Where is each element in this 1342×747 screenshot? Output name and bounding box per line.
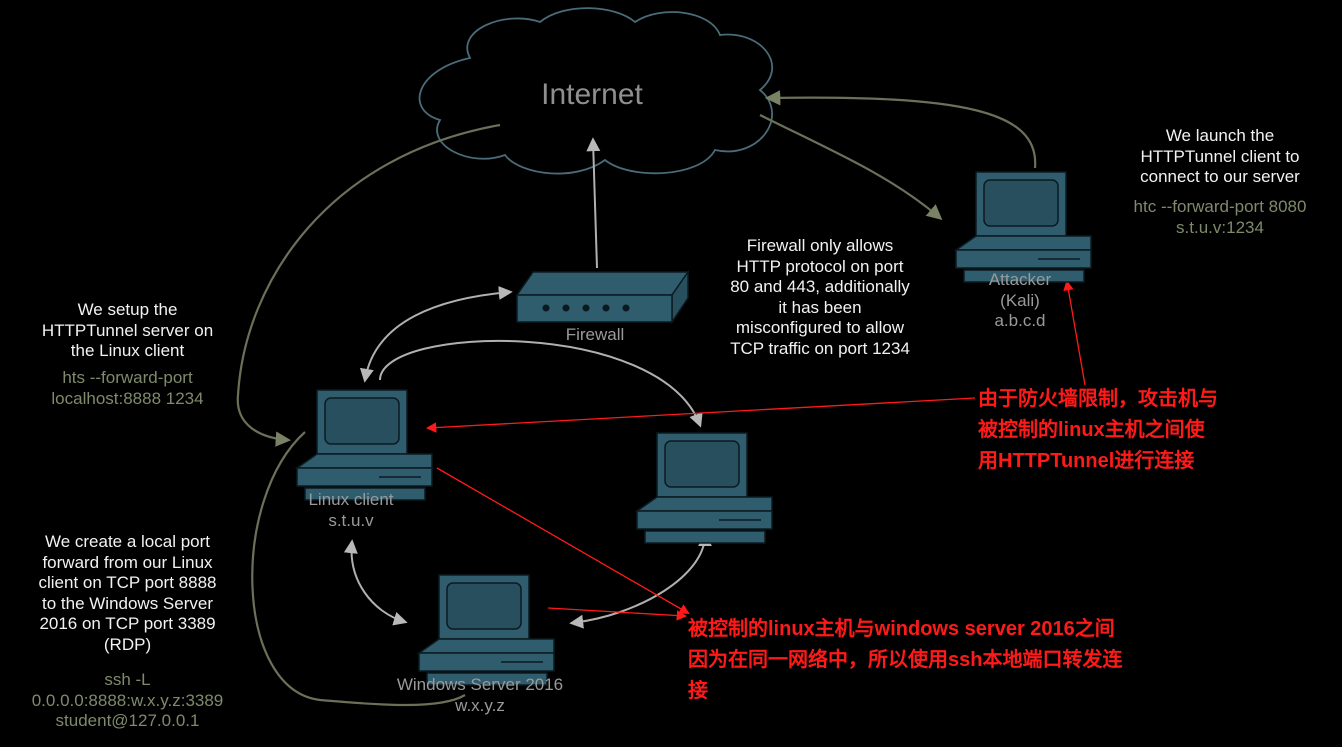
windows-server-label: Windows Server 2016 w.x.y.z xyxy=(370,675,590,716)
linux-client-computer xyxy=(296,389,433,501)
annotation-line: 用HTTPTunnel进行连接 xyxy=(978,450,1195,472)
windows-server-link xyxy=(569,532,712,629)
note-line: TCP traffic on port 1234 xyxy=(730,338,910,358)
note-line: the Linux client xyxy=(70,341,185,360)
linux-client-ip: s.t.u.v xyxy=(328,510,374,530)
attacker-note: We launch the HTTPTunnel client to conne… xyxy=(1110,126,1330,188)
port-forward-note: We create a local port forward from our … xyxy=(10,532,245,655)
linux-client-label: Linux client s.t.u.v xyxy=(286,490,416,531)
linux-note: We setup the HTTPTunnel server on the Li… xyxy=(15,300,240,362)
firewall-to-internet-arrow xyxy=(586,137,601,269)
annotation-ssh-forward: 被控制的linux主机与windows server 2016之间 因为在同一网… xyxy=(688,614,1208,707)
command-line: 0.0.0.0:8888:w.x.y.z:3389 xyxy=(31,690,224,710)
command-line: student@127.0.0.1 xyxy=(55,711,200,730)
note-line: Firewall only allows xyxy=(746,236,894,255)
windows-server-ip: w.x.y.z xyxy=(455,695,505,715)
attacker-ip: a.b.c.d xyxy=(994,311,1046,330)
red-arrow-from-linux xyxy=(436,467,690,615)
note-line: connect to our server xyxy=(1140,167,1300,186)
red-arrow-to-linux xyxy=(425,397,976,433)
note-line: We create a local port xyxy=(44,532,211,551)
note-line: HTTP protocol on port xyxy=(736,256,904,276)
linux-server-link xyxy=(379,339,703,428)
red-arrow-from-windows xyxy=(547,607,688,621)
note-line: HTTPTunnel client to xyxy=(1140,146,1300,166)
attacker-command: htc --forward-port 8080 s.t.u.v:1234 xyxy=(1105,197,1335,238)
note-line: client on TCP port 8888 xyxy=(38,573,217,592)
attacker-computer xyxy=(955,171,1092,283)
internet-label: Internet xyxy=(541,78,643,111)
annotation-line: 被控制的linux主机与windows server 2016之间 xyxy=(688,618,1115,640)
command-line: ssh -L xyxy=(104,670,151,689)
command-line: s.t.u.v:1234 xyxy=(1176,217,1264,237)
note-line: it has been xyxy=(778,297,862,317)
red-arrow-to-attacker xyxy=(1063,279,1086,386)
note-line: HTTPTunnel server on xyxy=(41,320,214,340)
annotation-line: 因为在同一网络中，所以使用ssh本地端口转发连 xyxy=(688,649,1123,671)
note-line: forward from our Linux xyxy=(42,552,213,572)
attacker-name: Attacker xyxy=(988,270,1052,289)
note-line: 80 and 443, additionally xyxy=(730,277,910,296)
internet-to-linux-arrow xyxy=(236,123,501,447)
attacker-label: Attacker (Kali) a.b.c.d xyxy=(950,270,1090,332)
annotation-tunnel: 由于防火墙限制，攻击机与 被控制的linux主机之间使 用HTTPTunnel进… xyxy=(978,384,1278,477)
firewall-device xyxy=(515,269,690,325)
note-line: misconfigured to allow xyxy=(735,318,905,337)
annotation-line: 被控制的linux主机之间使 xyxy=(978,419,1205,441)
attacker-to-internet-arrow xyxy=(764,90,1037,169)
internet-to-attacker-arrow xyxy=(759,114,943,221)
linux-windows-link xyxy=(343,539,408,626)
annotation-line: 由于防火墙限制，攻击机与 xyxy=(978,388,1218,410)
internet-cloud xyxy=(418,7,773,175)
network-server-computer xyxy=(636,432,773,544)
linux-client-name: Linux client xyxy=(308,490,394,509)
note-line: We setup the xyxy=(77,300,178,319)
command-line: localhost:8888 1234 xyxy=(51,388,204,408)
note-line: 2016 on TCP port 3389 xyxy=(39,614,216,633)
firewall-label: Firewall xyxy=(565,325,625,344)
attacker-os: (Kali) xyxy=(1000,290,1040,310)
note-line: (RDP) xyxy=(103,634,152,654)
annotation-line: 接 xyxy=(688,680,708,702)
windows-server-computer xyxy=(418,574,555,686)
note-line: to the Windows Server xyxy=(41,593,213,613)
command-line: hts --forward-port xyxy=(62,368,193,387)
ssh-forward-loop xyxy=(251,431,466,707)
linux-command: hts --forward-port localhost:8888 1234 xyxy=(20,368,235,409)
firewall-note: Firewall only allows HTTP protocol on po… xyxy=(700,236,940,359)
port-forward-command: ssh -L 0.0.0.0:8888:w.x.y.z:3389 student… xyxy=(5,670,250,732)
note-line: We launch the xyxy=(1165,126,1275,145)
command-line: htc --forward-port 8080 xyxy=(1133,197,1307,216)
linux-firewall-link xyxy=(359,285,513,383)
windows-server-name: Windows Server 2016 xyxy=(396,675,564,694)
